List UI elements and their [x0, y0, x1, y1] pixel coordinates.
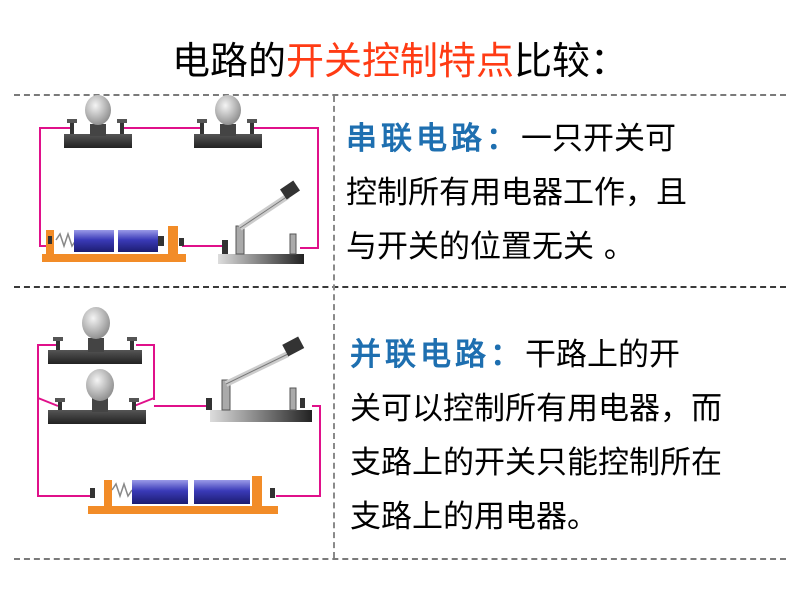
series-circuit: [39, 95, 319, 264]
title-prefix: 电路的: [171, 39, 286, 83]
bulb-icon: [48, 369, 146, 424]
parallel-line-3: 支路上的开关只能控制所在: [350, 445, 722, 481]
battery-icon: [88, 476, 278, 514]
bulb-icon: [194, 95, 262, 148]
parallel-keyword: 并联电路：: [350, 337, 525, 373]
battery-icon: [42, 226, 186, 262]
series-keyword: 串联电路：: [346, 121, 521, 157]
parallel-line-2: 关可以控制所有用电器，而: [350, 391, 722, 427]
series-line-3: 与开关的位置无关 。: [346, 229, 635, 265]
title-suffix: 比较：: [514, 39, 629, 83]
middle-divider: [14, 286, 786, 288]
series-line-1: 串联电路：一只开关可: [346, 112, 786, 166]
bulb-icon: [48, 307, 142, 364]
bottom-divider: [14, 558, 786, 560]
parallel-circuit: [37, 307, 321, 514]
knife-switch-icon: [206, 336, 312, 422]
title-highlight: 开关控制特点: [285, 39, 514, 83]
vertical-divider: [333, 96, 335, 558]
series-text-1: 一只开关可: [521, 121, 676, 157]
series-wires: [39, 127, 319, 249]
bulb-icon: [64, 95, 132, 148]
parallel-line-4: 支路上的用电器。: [350, 499, 598, 535]
top-divider: [14, 94, 786, 96]
knife-switch-icon: [218, 180, 304, 264]
series-line-2: 控制所有用电器工作，且: [346, 175, 687, 211]
parallel-wires: [37, 344, 321, 497]
parallel-text-1: 干路上的开: [525, 337, 680, 373]
parallel-description: 并联电路：干路上的开 关可以控制所有用电器，而 支路上的开关只能控制所在 支路上…: [350, 328, 790, 544]
series-description: 串联电路：一只开关可 控制所有用电器工作，且 与开关的位置无关 。: [346, 112, 786, 274]
page-title: 电路的开关控制特点比较：: [0, 36, 800, 86]
parallel-line-1: 并联电路：干路上的开: [350, 328, 790, 382]
